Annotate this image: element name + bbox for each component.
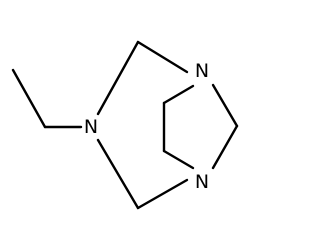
bond-n-top-ch2-middle [162, 84, 195, 105]
bond-ch2-upper-n-top [136, 40, 189, 74]
atom-n-ethyl: N [84, 116, 98, 138]
bond-ethyl-ch3-ch2 [11, 68, 47, 129]
bond-ch2-middle-n-bottom [162, 149, 195, 170]
molecule-structure-diagram: N N N [11, 40, 239, 210]
bond-n-top-ch2-right [211, 83, 239, 128]
bond-ch2-lower-n-bottom [136, 178, 189, 210]
bond-n-ethyl-ch2-lower [96, 138, 140, 210]
atom-n-top: N [195, 60, 209, 82]
atom-n-bottom: N [195, 171, 209, 193]
bond-ch2-right-n-bottom [211, 124, 239, 170]
bond-n-ethyl-ch2-upper [96, 40, 140, 116]
